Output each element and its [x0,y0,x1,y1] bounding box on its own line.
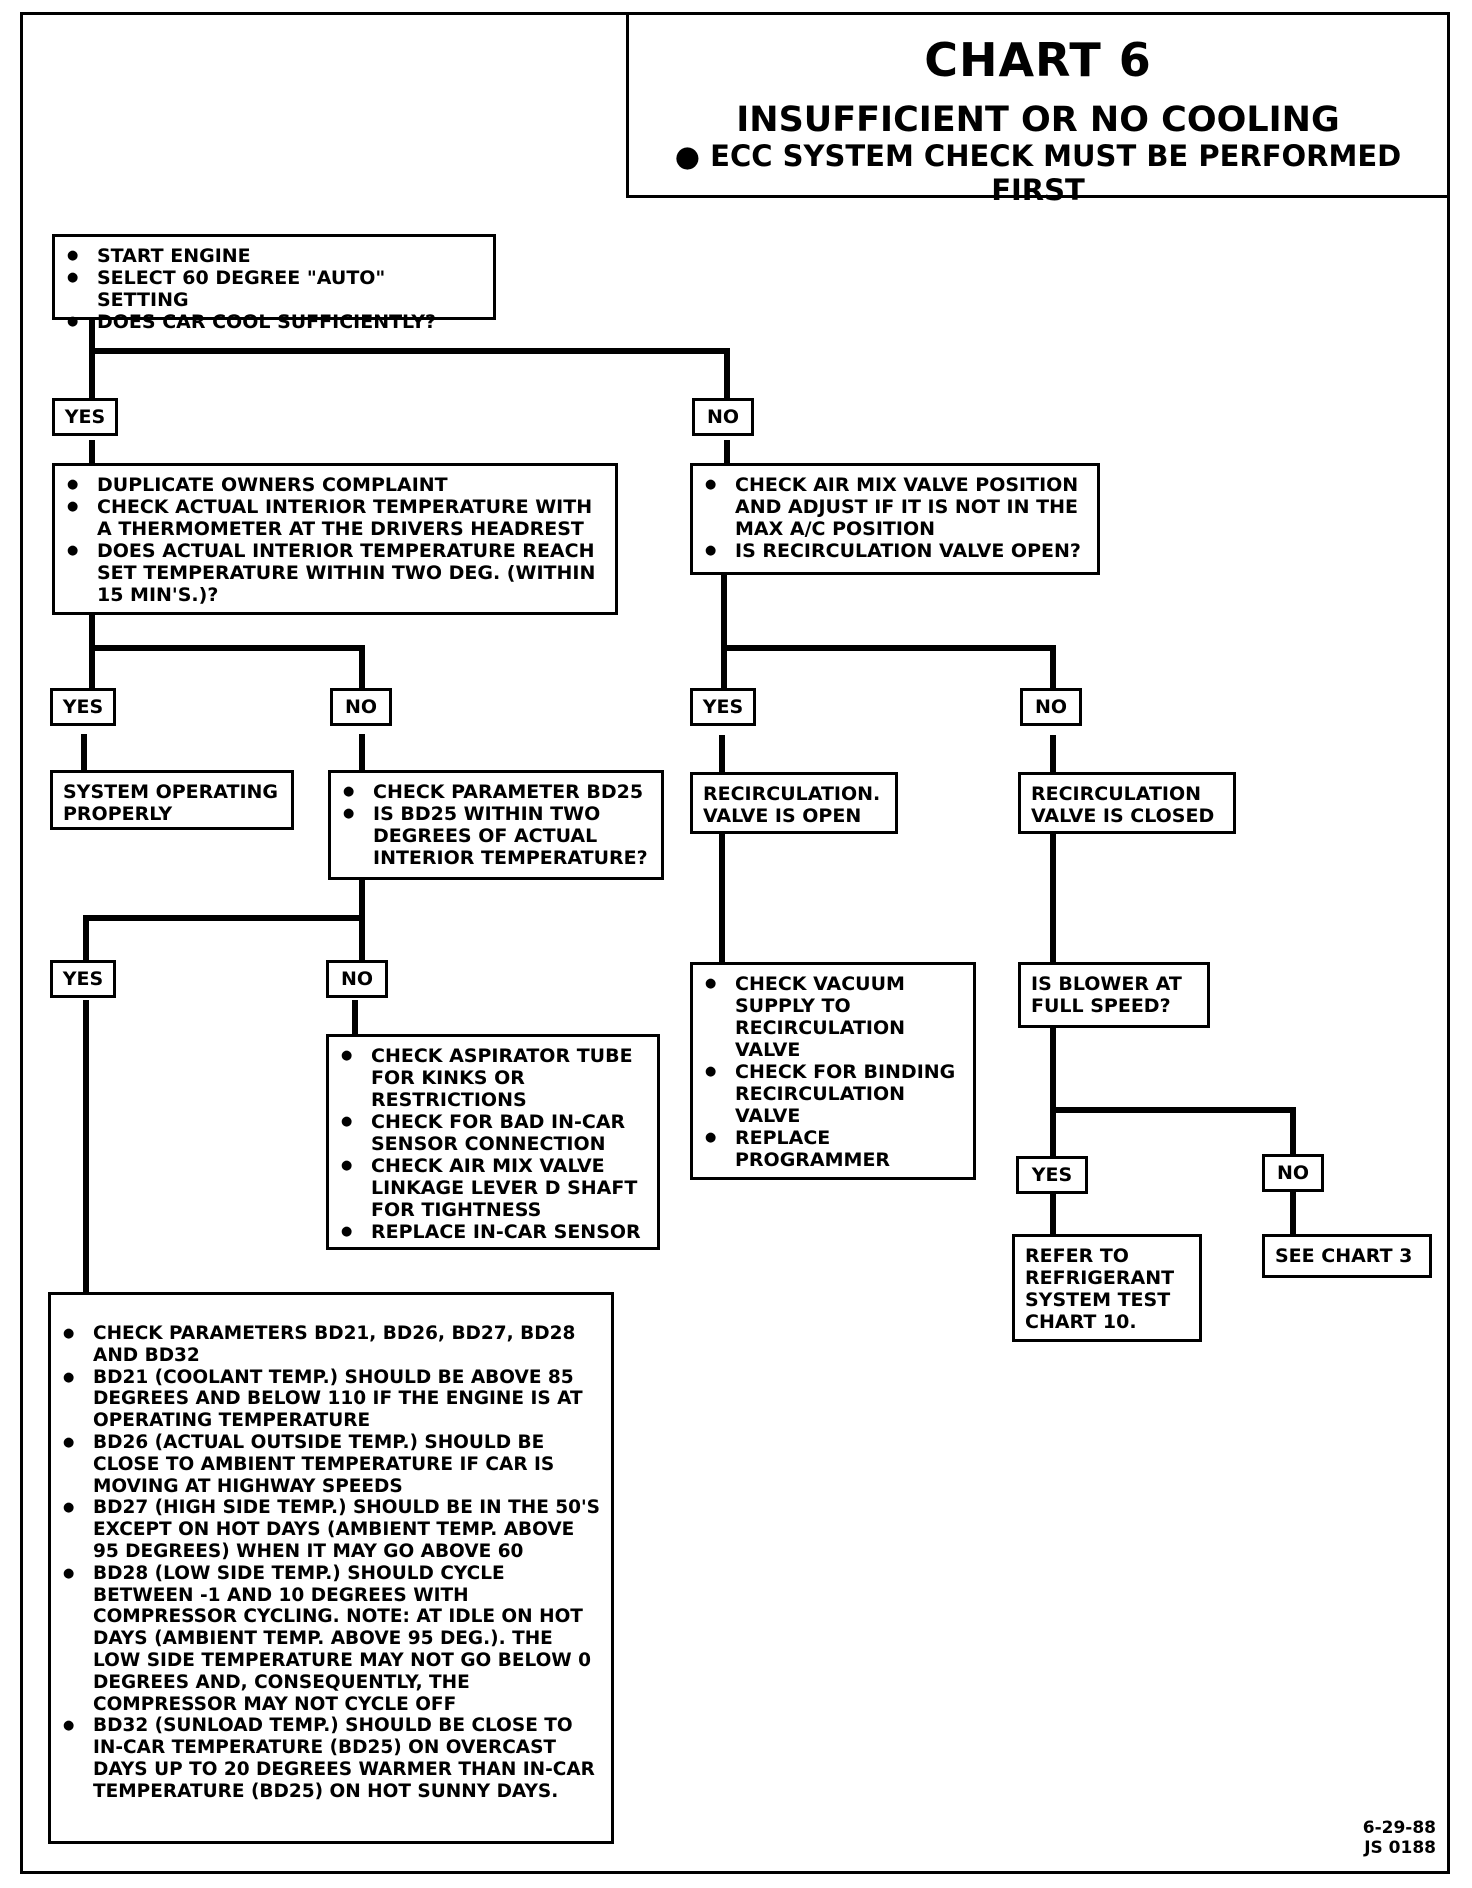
box-recirc-closed: RECIRCULATION VALVE IS CLOSED [1018,772,1236,834]
chart-note-text: ECC SYSTEM CHECK MUST BE PERFORMED FIRST [710,139,1402,207]
box-check-parameters: CHECK PARAMETERS BD21, BD26, BD27, BD28 … [48,1292,614,1844]
box-duplicate-complaint: DUPLICATE OWNERS COMPLAINT CHECK ACTUAL … [52,463,618,615]
box-see-chart-3: SEE CHART 3 [1262,1234,1432,1278]
connector-bd25 [83,880,365,962]
blower-text: IS BLOWER AT FULL SPEED? [1031,973,1182,1017]
vacuum-item: CHECK VACUUM SUPPLY TO RECIRCULATION VAL… [705,973,963,1061]
box-check-vacuum: CHECK VACUUM SUPPLY TO RECIRCULATION VAL… [690,962,976,1180]
label-yes: YES [1016,1156,1088,1194]
label-yes: YES [690,688,756,726]
box-refrigerant: REFER TO REFRIGERANT SYSTEM TEST CHART 1… [1012,1234,1202,1342]
chart-subtitle: INSUFFICIENT OR NO COOLING [736,100,1340,140]
chart-title: CHART 6 [924,33,1152,87]
box-check-bd25: CHECK PARAMETER BD25 IS BD25 WITHIN TWO … [328,770,664,880]
parameters-item: CHECK PARAMETERS BD21, BD26, BD27, BD28 … [63,1323,601,1367]
aspirator-item: CHECK AIR MIX VALVE LINKAGE LEVER D SHAF… [341,1155,647,1221]
label-no: NO [326,960,388,998]
start-item: DOES CAR COOL SUFFICIENTLY? [67,311,483,333]
label-yes: YES [52,398,118,436]
label-no: NO [692,398,754,436]
airmix-item: IS RECIRCULATION VALVE OPEN? [705,540,1087,562]
box-blower-speed: IS BLOWER AT FULL SPEED? [1018,962,1210,1028]
duplicate-item: CHECK ACTUAL INTERIOR TEMPERATURE WITH A… [67,496,605,540]
parameters-item: BD26 (ACTUAL OUTSIDE TEMP.) SHOULD BE CL… [63,1432,601,1497]
bd25-item: CHECK PARAMETER BD25 [343,781,651,803]
box-recirc-open: RECIRCULATION. VALVE IS OPEN [690,772,898,834]
label-no: NO [330,688,392,726]
parameters-item: BD28 (LOW SIDE TEMP.) SHOULD CYCLE BETWE… [63,1563,601,1716]
recirc-closed-text: RECIRCULATION VALVE IS CLOSED [1031,783,1215,827]
recirc-open-text: RECIRCULATION. VALVE IS OPEN [703,783,881,827]
label-no: NO [1020,688,1082,726]
vacuum-item: REPLACE PROGRAMMER [705,1127,963,1171]
airmix-item: CHECK AIR MIX VALVE POSITION AND ADJUST … [705,474,1087,540]
system-ok-text: SYSTEM OPERATING PROPERLY [63,781,279,825]
connector-start [89,318,730,402]
connector-blower [1050,1027,1296,1156]
start-item: SELECT 60 DEGREE "AUTO" SETTING [67,267,483,311]
box-system-ok: SYSTEM OPERATING PROPERLY [50,770,294,830]
label-yes: YES [50,688,116,726]
box-start: START ENGINE SELECT 60 DEGREE "AUTO" SET… [52,234,496,333]
footer-stamp: 6-29-88 JS 0188 [1363,1818,1436,1858]
parameters-item: BD21 (COOLANT TEMP.) SHOULD BE ABOVE 85 … [63,1367,601,1432]
bd25-item: IS BD25 WITHIN TWO DEGREES OF ACTUAL INT… [343,803,651,869]
footer-date: 6-29-88 [1362,1818,1436,1838]
footer-code: JS 0188 [1364,1838,1436,1858]
parameters-item: BD27 (HIGH SIDE TEMP.) SHOULD BE IN THE … [63,1497,601,1562]
aspirator-item: CHECK FOR BAD IN-CAR SENSOR CONNECTION [341,1111,647,1155]
vacuum-item: CHECK FOR BINDING RECIRCULATION VALVE [705,1061,963,1127]
box-air-mix-valve: CHECK AIR MIX VALVE POSITION AND ADJUST … [690,463,1100,575]
title-block: CHART 6 INSUFFICIENT OR NO COOLING ● ECC… [626,12,1450,207]
parameters-item: BD32 (SUNLOAD TEMP.) SHOULD BE CLOSE TO … [63,1715,601,1802]
duplicate-item: DOES ACTUAL INTERIOR TEMPERATURE REACH S… [67,540,605,606]
label-no: NO [1262,1154,1324,1192]
connector-airmix [721,574,1056,697]
box-check-aspirator: CHECK ASPIRATOR TUBE FOR KINKS OR RESTRI… [326,1034,660,1250]
aspirator-item: REPLACE IN-CAR SENSOR [341,1221,647,1243]
label-yes: YES [50,960,116,998]
chart-note: ● ECC SYSTEM CHECK MUST BE PERFORMED FIR… [674,139,1402,207]
aspirator-item: CHECK ASPIRATOR TUBE FOR KINKS OR RESTRI… [341,1045,647,1111]
connector-duplicate [89,614,365,696]
chart3-text: SEE CHART 3 [1275,1245,1413,1267]
refrigerant-text: REFER TO REFRIGERANT SYSTEM TEST CHART 1… [1025,1245,1175,1333]
duplicate-item: DUPLICATE OWNERS COMPLAINT [67,474,605,496]
start-item: START ENGINE [67,245,483,267]
